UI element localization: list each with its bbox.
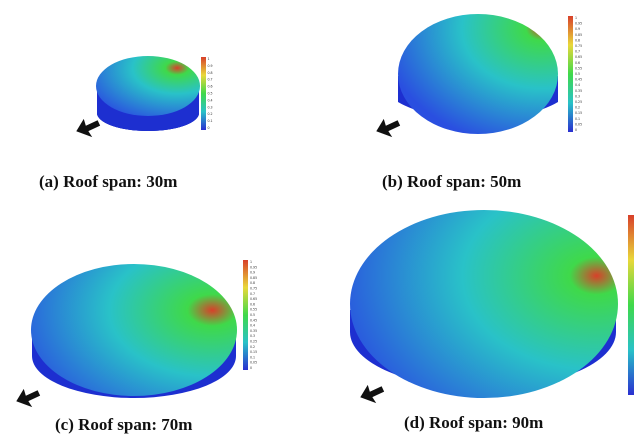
colorbar-tick-label: 0.3: [208, 105, 213, 109]
roof-surface: [398, 14, 558, 134]
colorbar-tick-label: 0.9: [575, 27, 580, 31]
colorbar-tick-label: 0: [208, 126, 210, 130]
colorbar-tick-label: 0.05: [250, 361, 257, 365]
colorbar-tick-label: 0.4: [208, 98, 213, 102]
colorbar-tick-label: 0.2: [208, 112, 213, 116]
colorbar-tick-label: 0.5: [250, 313, 255, 317]
colorbar-tick-label: 0.1: [250, 355, 255, 359]
colorbar-tick-label: 0.7: [208, 78, 213, 82]
colorbar-tick-label: 0.85: [575, 33, 582, 37]
colorbar-tick-label: 0.9: [208, 64, 213, 68]
colorbar-tick-label: 0: [250, 366, 252, 370]
wind-arrow-icon: [16, 388, 41, 408]
colorbar-tick-label: 0.45: [250, 318, 257, 322]
roof-surface: [31, 264, 237, 396]
colorbar-tick-label: 0.4: [250, 324, 255, 328]
colorbar-tick-label: 0.25: [575, 100, 582, 104]
colorbar-tick-label: 0.95: [575, 22, 582, 26]
roof-surface: [96, 56, 200, 116]
colorbar-tick-label: 0.15: [250, 350, 257, 354]
wind-arrow-icon: [360, 384, 385, 404]
colorbar-b: 1 0.950.9 0.850.8 0.75 0.70.65 0.60.55 0.5 0.45…: [568, 16, 582, 132]
caption-c: (c) Roof span: 70m: [55, 415, 193, 434]
roof-model-d: [350, 210, 634, 404]
colorbar-tick-label: 0.95: [250, 265, 257, 269]
colorbar-tick-label: 0.6: [250, 302, 255, 306]
colorbar-tick-label: 0.2: [575, 106, 580, 110]
colorbar-tick-label: 0.35: [575, 89, 582, 93]
colorbar-tick-label: 0.5: [575, 72, 580, 76]
colorbar-tick-label: 0.1: [208, 119, 213, 123]
colorbar-a: 1 0.9 0.8 0.7 0.6 0.5 0.4 0.3 0.2 0.1 0: [201, 57, 213, 130]
colorbar-tick-label: 0.4: [575, 83, 580, 87]
colorbar-tick-label: 0.5: [208, 92, 213, 96]
colorbar-tick-label: 0.55: [575, 66, 582, 70]
colorbar-tick-label: 0.8: [250, 281, 255, 285]
panel-a: 1 0.9 0.8 0.7 0.6 0.5 0.4 0.3 0.2 0.1 0 (a) Roof s…: [0, 0, 320, 200]
colorbar-tick-label: 0.65: [250, 297, 257, 301]
colorbar-tick-label: 1: [250, 260, 252, 264]
roof-surface: [350, 210, 618, 398]
colorbar-tick-label: 0.35: [250, 329, 257, 333]
colorbar-d: [628, 215, 634, 395]
colorbar-tick-label: 0.3: [250, 334, 255, 338]
roof-model-a: 1 0.9 0.8 0.7 0.6 0.5 0.4 0.3 0.2 0.1 0: [76, 56, 213, 138]
colorbar-tick-label: 0.7: [575, 50, 580, 54]
colorbar-tick-label: 0.55: [250, 308, 257, 312]
colorbar-tick-label: 0: [575, 128, 577, 132]
colorbar-tick-label: 0.45: [575, 78, 582, 82]
caption-d: (d) Roof span: 90m: [404, 413, 544, 432]
wind-arrow-icon: [76, 118, 101, 138]
colorbar-tick-label: 0.2: [250, 345, 255, 349]
caption-b: (b) Roof span: 50m: [382, 172, 522, 191]
colorbar-tick-label: 0.8: [208, 71, 213, 75]
colorbar-tick-label: 0.15: [575, 111, 582, 115]
colorbar-tick-label: 1: [208, 57, 210, 61]
colorbar-tick-label: 0.05: [575, 122, 582, 126]
colorbar-tick-label: 0.9: [250, 271, 255, 275]
colorbar-tick-label: 0.85: [250, 276, 257, 280]
colorbar-tick-label: 0.7: [250, 292, 255, 296]
roof-model-c: 10.95 0.90.850.8 0.750.70.650.6 0.550.50.45…: [16, 260, 257, 408]
colorbar-tick-label: 0.8: [575, 38, 580, 42]
colorbar-tick-label: 0.6: [208, 85, 213, 89]
caption-a: (a) Roof span: 30m: [39, 172, 178, 191]
colorbar-tick-label: 0.1: [575, 117, 580, 121]
colorbar-tick-label: 1: [575, 16, 577, 20]
colorbar-tick-label: 0.3: [575, 94, 580, 98]
panel-d: (d) Roof span: 90m: [320, 200, 642, 439]
wind-arrow-icon: [376, 118, 401, 138]
colorbar-tick-label: 0.6: [575, 61, 580, 65]
colorbar-tick-label: 0.65: [575, 55, 582, 59]
colorbar-c: 10.95 0.90.850.8 0.750.70.650.6 0.550.50.45…: [243, 260, 257, 370]
colorbar-tick-label: 0.75: [250, 287, 257, 291]
colorbar-tick-label: 0.25: [250, 340, 257, 344]
roof-model-b: 1 0.950.9 0.850.8 0.75 0.70.65 0.60.55 0.5 0.45…: [376, 14, 582, 138]
colorbar-tick-label: 0.75: [575, 44, 582, 48]
